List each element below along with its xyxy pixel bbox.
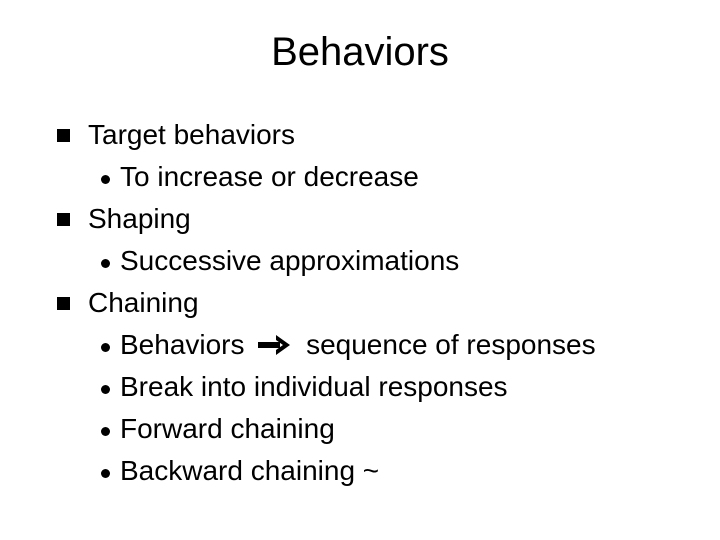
list-item-backward-chaining: Backward chaining ~ — [54, 450, 714, 492]
list-item-forward-chaining: Forward chaining — [54, 408, 714, 450]
bullet-list: Target behaviors To increase or decrease… — [54, 114, 714, 492]
round-bullet-icon — [101, 427, 110, 436]
square-bullet-icon — [57, 297, 70, 310]
list-item-break-into-responses: Break into individual responses — [54, 366, 714, 408]
list-item-behaviors-sequence: Behaviors sequence of responses — [54, 324, 714, 366]
round-bullet-icon — [101, 385, 110, 394]
bullet-text: Forward chaining — [120, 413, 335, 444]
bullet-text: Backward chaining ~ — [120, 455, 380, 486]
square-bullet-icon — [57, 213, 70, 226]
bullet-text: Target behaviors — [88, 119, 296, 150]
right-arrow-icon — [258, 335, 291, 355]
bullet-text: Chaining — [88, 287, 199, 318]
bullet-text-before: Behaviors — [120, 329, 245, 360]
list-item-target-behaviors: Target behaviors — [54, 114, 714, 156]
round-bullet-icon — [101, 343, 110, 352]
bullet-text: Shaping — [88, 203, 191, 234]
bullet-text-after: sequence of responses — [306, 329, 596, 360]
bullet-text: To increase or decrease — [120, 161, 419, 192]
slide-title: Behaviors — [271, 30, 449, 74]
bullet-text: Successive approximations — [120, 245, 460, 276]
list-item-chaining: Chaining — [54, 282, 714, 324]
round-bullet-icon — [101, 175, 110, 184]
list-item-shaping: Shaping — [54, 198, 714, 240]
round-bullet-icon — [101, 469, 110, 478]
list-item-successive-approximations: Successive approximations — [54, 240, 714, 282]
list-item-increase-decrease: To increase or decrease — [54, 156, 714, 198]
round-bullet-icon — [101, 259, 110, 268]
square-bullet-icon — [57, 129, 70, 142]
bullet-text: Break into individual responses — [120, 371, 508, 402]
